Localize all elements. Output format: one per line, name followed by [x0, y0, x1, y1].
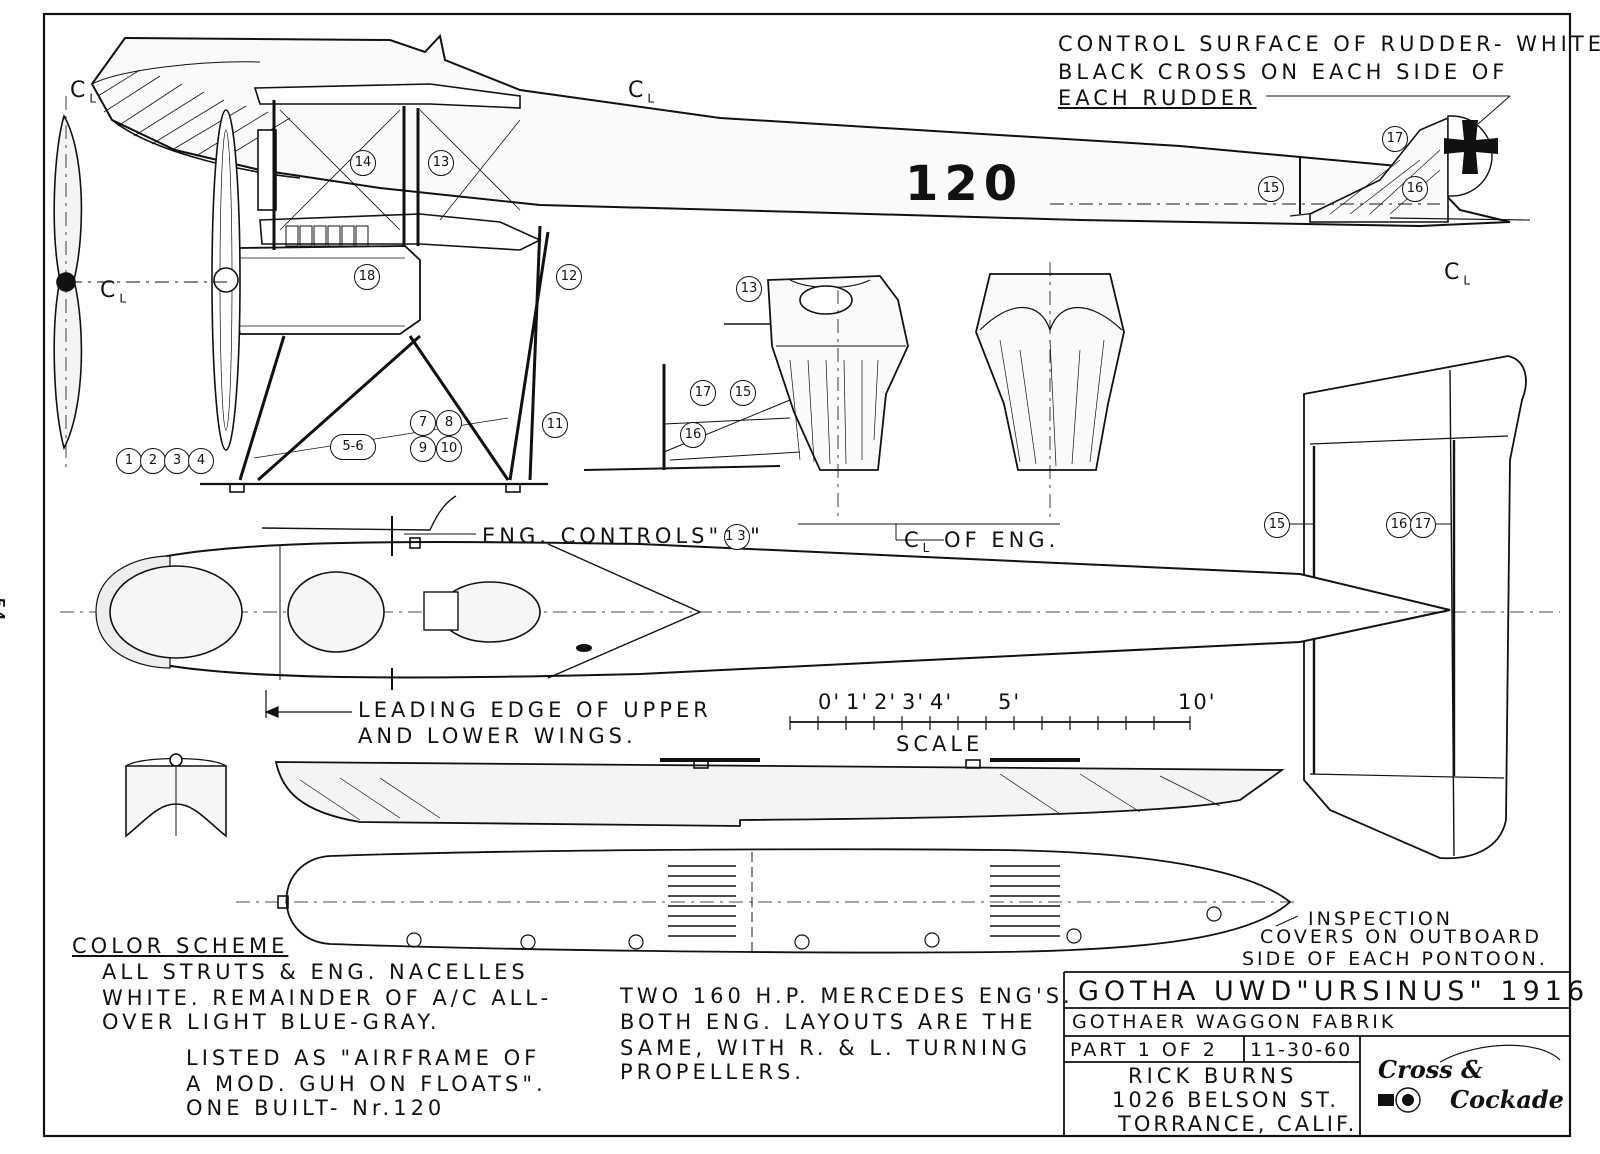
callout-18: 18 [354, 264, 380, 290]
leading-edge-arrow [264, 690, 352, 718]
callout-8: 8 [436, 410, 462, 436]
pontoon-plan-view [236, 848, 1300, 954]
callout-17-plan: 17 [1410, 512, 1436, 538]
inspection-note-2: COVERS ON OUTBOARD [1260, 926, 1543, 948]
centerline-mark: CL [100, 278, 131, 306]
callout-16: 16 [1402, 176, 1428, 202]
callout-1: 1 [116, 448, 142, 474]
brand-roundel [1378, 1044, 1561, 1113]
brand-line2: Cockade [1450, 1085, 1564, 1114]
callout-15-front: 15 [730, 380, 756, 406]
author: RICK BURNS [1128, 1064, 1298, 1088]
engines-note-line4: PROPELLERS. [620, 1060, 805, 1084]
callout-15-plan: 15 [1264, 512, 1290, 538]
scale-tick-5: 5' [998, 690, 1022, 714]
scale-bar [789, 716, 1191, 730]
rudder-note-line3: EACH RUDDER [1058, 86, 1257, 110]
leading-edge-label-2: AND LOWER WINGS. [358, 724, 637, 748]
scale-tick-3: 3' [902, 690, 926, 714]
listed-line1: LISTED AS "AIRFRAME OF [186, 1046, 541, 1070]
inspection-note-1: INSPECTION [1308, 908, 1453, 930]
callout-10: 10 [436, 436, 462, 462]
sheet-border [42, 12, 1572, 1138]
callout-13-front: 13 [736, 276, 762, 302]
pontoon-side-view [274, 758, 1285, 827]
brand-line1: Cross & [1378, 1055, 1483, 1084]
callout-3: 3 [164, 448, 190, 474]
color-scheme-heading: COLOR SCHEME [72, 934, 289, 958]
inspection-note-3: SIDE OF EACH PONTOON. [1242, 948, 1548, 970]
callout-13-ref: 13 [724, 524, 751, 550]
callout-17-front: 17 [690, 380, 716, 406]
callout-7: 7 [410, 410, 436, 436]
rear-view-engine [975, 262, 1125, 520]
color-scheme-line3: OVER LIGHT BLUE-GRAY. [102, 1010, 441, 1034]
color-scheme-line2: WHITE. REMAINDER OF A/C ALL- [102, 986, 553, 1010]
leader-lines [404, 95, 1511, 927]
eng-controls-label: ENG. CONTROLS"13" [482, 524, 764, 550]
color-scheme-line1: ALL STRUTS & ENG. NACELLES [102, 960, 529, 984]
scale-tick-4: 4' [930, 690, 954, 714]
callout-9: 9 [410, 436, 436, 462]
listed-line3: ONE BUILT- Nr.120 [186, 1096, 446, 1120]
callout-17: 17 [1382, 126, 1408, 152]
rudder-note-line2: BLACK CROSS ON EACH SIDE OF [1058, 60, 1509, 84]
fuselage-plan [60, 495, 1560, 690]
centerline-mark: CL [1444, 260, 1475, 288]
pontoon-section [125, 753, 227, 838]
drawing-title: GOTHA UWD"URSINUS" 1916 [1078, 976, 1590, 1007]
scale-tick-2: 2' [874, 690, 898, 714]
scale-tick-1: 1' [846, 690, 870, 714]
callout-11: 11 [542, 412, 568, 438]
aircraft-serial: 120 [905, 156, 1024, 212]
address-line2: TORRANCE, CALIF. [1118, 1112, 1358, 1136]
part-of: PART 1 OF 2 [1070, 1039, 1218, 1061]
engines-note-line3: SAME, WITH R. & L. TURNING [620, 1036, 1032, 1060]
manufacturer: GOTHAER WAGGON FABRIK [1072, 1011, 1397, 1033]
callout-13: 13 [428, 150, 454, 176]
centerline-mark: CL [628, 78, 659, 106]
rudder-note-line1: CONTROL SURFACE OF RUDDER- WHITE. [1058, 32, 1600, 56]
leading-edge-label-1: LEADING EDGE OF UPPER [358, 698, 712, 722]
drawing-date: 11-30-60 [1250, 1039, 1353, 1061]
listed-line2: A MOD. GUH ON FLOATS". [186, 1072, 547, 1096]
scale-tick-0: 0' [818, 690, 842, 714]
cl-of-eng-label: CL OF ENG. [904, 528, 1060, 556]
callout-5-6: 5-6 [330, 434, 376, 460]
callout-16-front: 16 [680, 422, 706, 448]
callout-14: 14 [350, 150, 376, 176]
front-propeller [53, 96, 83, 468]
address-line1: 1026 BELSON ST. [1112, 1088, 1340, 1112]
callout-4: 4 [188, 448, 214, 474]
scale-tick-10: 10' [1178, 690, 1217, 714]
title-block [1063, 971, 1570, 1136]
engines-note-line1: TWO 160 H.P. MERCEDES ENG'S. [620, 984, 1074, 1008]
callout-16-plan: 16 [1386, 512, 1412, 538]
scale-label: SCALE [896, 732, 984, 756]
front-view-engine [583, 275, 909, 520]
callout-12: 12 [556, 264, 582, 290]
callout-2: 2 [140, 448, 166, 474]
callout-15: 15 [1258, 176, 1284, 202]
page-number: 54 [0, 598, 8, 623]
engines-note-line2: BOTH ENG. LAYOUTS ARE THE [620, 1010, 1037, 1034]
centerline-mark: CL [70, 78, 101, 106]
